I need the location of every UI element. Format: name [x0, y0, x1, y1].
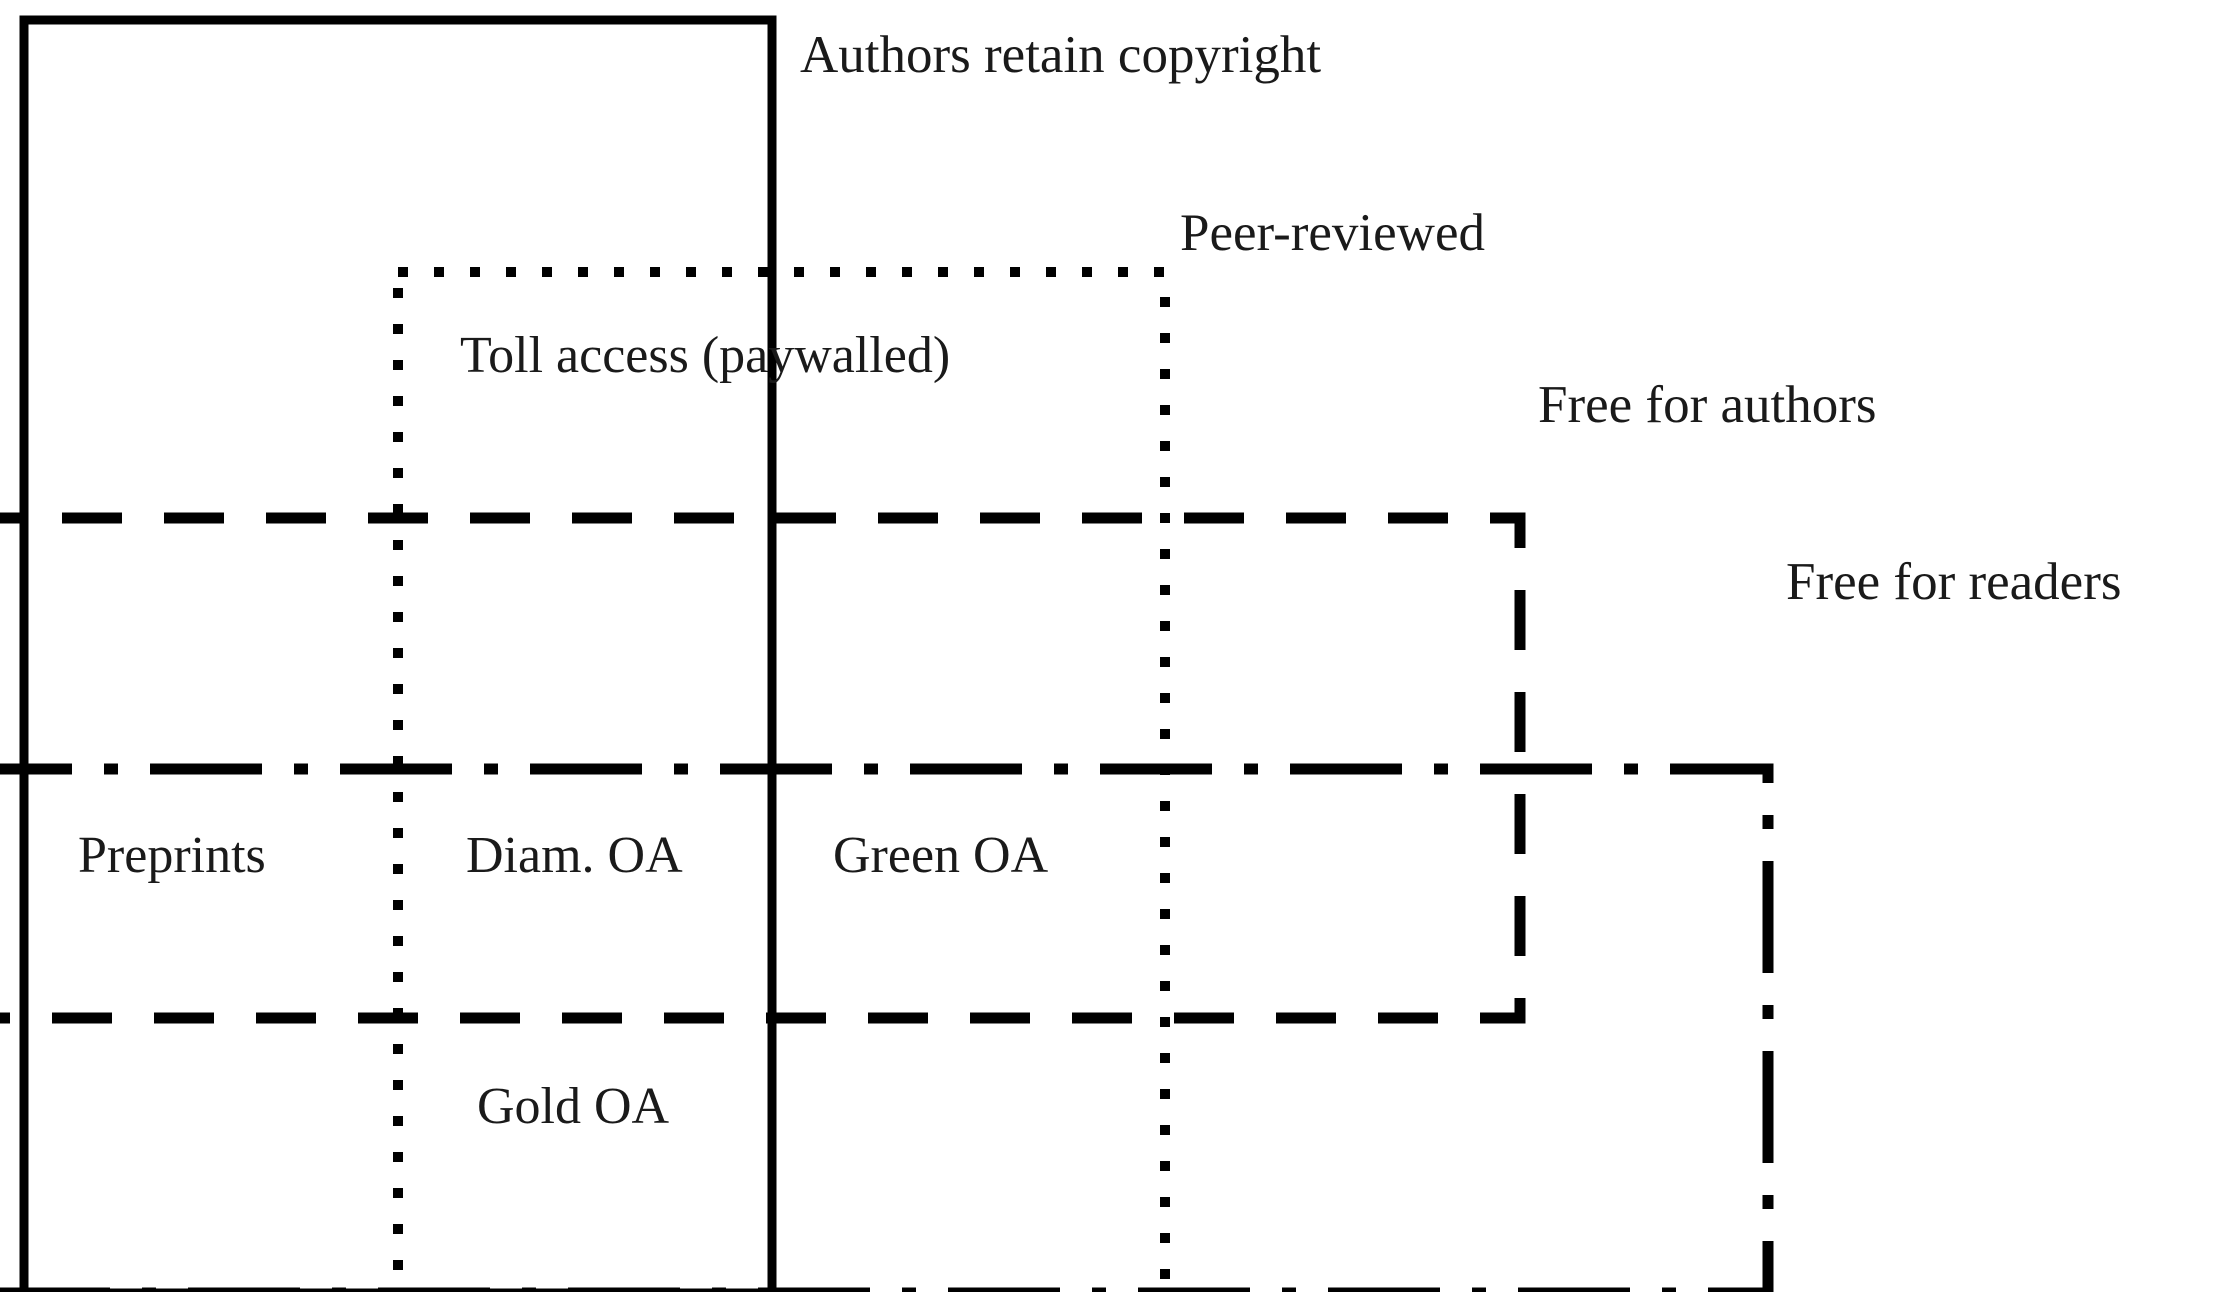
- boundary-authors-retain-copyright: [19, 15, 777, 1292]
- region-label-preprints: Preprints: [78, 827, 266, 884]
- boundary-label-free-for-readers: Free for readers: [1786, 553, 2122, 611]
- boundary-label-peer-reviewed: Peer-reviewed: [1180, 204, 1485, 262]
- region-label-green-oa: Green OA: [833, 827, 1049, 884]
- region-label-diamond-oa: Diam. OA: [466, 827, 683, 884]
- boundary-label-free-for-authors: Free for authors: [1538, 376, 1877, 434]
- region-label-toll-access: Toll access (paywalled): [460, 327, 951, 384]
- boundary-peer-reviewed: [393, 267, 1170, 1292]
- region-label-gold-oa: Gold OA: [477, 1078, 670, 1135]
- boundary-label-authors-retain-copyright: Authors retain copyright: [800, 26, 1322, 84]
- boundary-free-for-readers: [0, 763, 1774, 1292]
